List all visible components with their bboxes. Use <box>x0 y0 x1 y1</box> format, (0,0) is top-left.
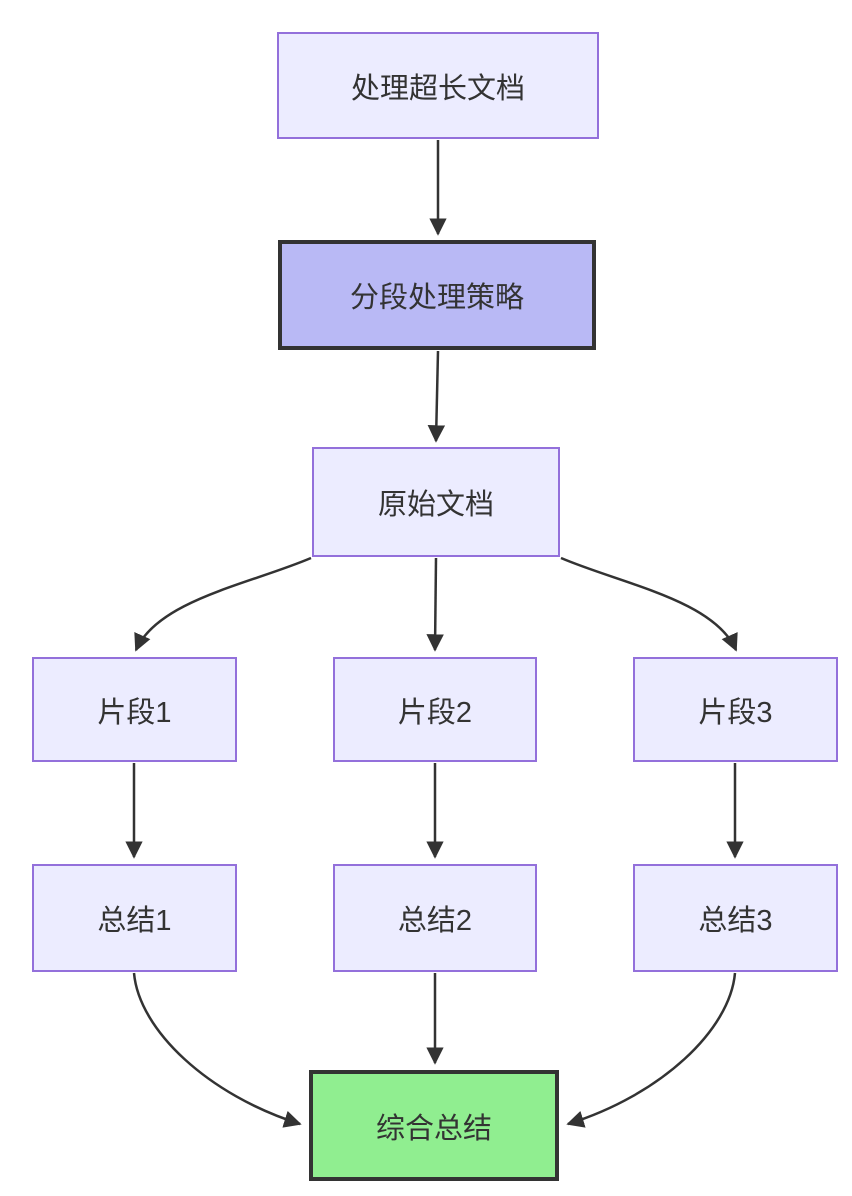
node-fragment-2-label: 片段2 <box>397 696 473 729</box>
node-original-doc: 原始文档 <box>312 447 560 557</box>
edge-original-to-fragment-2 <box>426 557 444 652</box>
node-summary-3: 总结3 <box>633 864 838 972</box>
node-summary-1: 总结1 <box>32 864 237 972</box>
node-fragment-1-label: 片段1 <box>97 696 172 729</box>
edge-summary-3-to-final <box>566 972 737 1128</box>
node-summary-2: 总结2 <box>333 864 537 972</box>
edge-original-to-fragment-1 <box>134 556 312 652</box>
node-summary-2-label: 总结2 <box>397 905 473 937</box>
node-summary-3-label: 总结3 <box>698 905 773 937</box>
node-process-long-doc-label: 处理超长文档 <box>350 72 525 105</box>
node-final-summary-label: 综合总结 <box>375 1112 492 1145</box>
node-fragment-1: 片段1 <box>32 657 237 762</box>
node-final-summary: 综合总结 <box>309 1070 559 1181</box>
node-fragment-3-label: 片段3 <box>698 696 773 729</box>
edge-summary-1-to-final <box>132 972 302 1128</box>
node-process-long-doc: 处理超长文档 <box>277 32 599 139</box>
edge-strategy-to-original <box>427 350 446 443</box>
node-fragment-2: 片段2 <box>333 657 537 762</box>
node-segmentation-strategy: 分段处理策略 <box>278 240 596 350</box>
node-segmentation-strategy-label: 分段处理策略 <box>349 282 524 314</box>
node-original-doc-label: 原始文档 <box>377 489 494 521</box>
edge-original-to-fragment-3 <box>560 556 738 652</box>
node-fragment-3: 片段3 <box>633 657 838 762</box>
node-summary-1-label: 总结1 <box>97 905 172 937</box>
